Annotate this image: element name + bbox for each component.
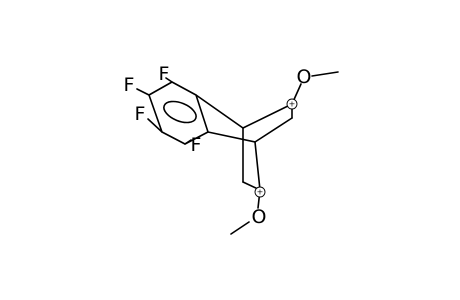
atom-fluorine-2: F [124,74,135,96]
charge-top: + [286,98,298,110]
bond-ch2-bridgehead-b [254,117,293,143]
atom-fluorine-4: F [191,134,202,156]
bond-o-methyl-top [311,71,339,77]
atom-fluorine-1: F [159,63,170,85]
aromatic-circle [163,100,197,124]
atom-oxygen-top: O [297,66,312,88]
charge-top-sign: + [289,100,296,109]
charge-top-ring [286,98,298,110]
bond-o-methyl-bottom [230,221,250,235]
bond-ring-f1 [165,77,173,83]
atom-fluorine-3: F [135,103,146,125]
bond-ring-f3 [147,118,163,133]
bond-ring-f4 [184,139,192,145]
bond-ring-bridgehead-b [207,131,256,143]
bond-ring-bridgehead-a [195,94,244,129]
charge-bottom-ring [254,186,266,198]
atom-oxygen-bottom: O [252,206,267,228]
charge-bottom: + [254,186,266,198]
charge-bottom-sign: + [257,188,264,197]
bond-ring-f2 [136,88,150,96]
bond-bridgehead-c-top [242,103,293,129]
bond-bridgehead-b-c-bottom [254,141,261,191]
